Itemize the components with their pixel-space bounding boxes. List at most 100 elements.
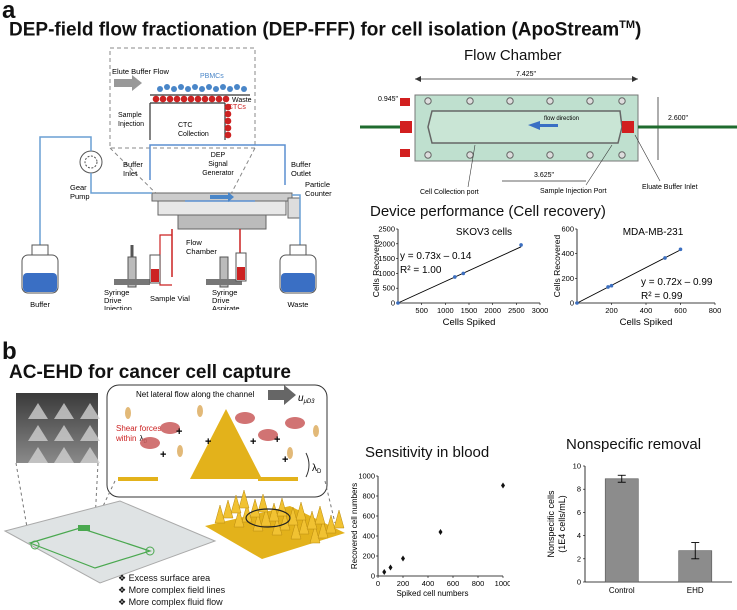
y-tick-label: 6	[577, 508, 581, 517]
fit-r2: R² = 0.99	[641, 291, 683, 302]
y-axis-label: Cells Recovered	[553, 235, 562, 298]
inset-box	[109, 47, 256, 149]
sample-vial-label: Sample Vial	[150, 294, 190, 303]
buffer-label: Buffer	[30, 300, 50, 309]
cancer-cell-icon	[235, 412, 255, 424]
bolt-icon	[618, 151, 626, 159]
cancer-cell-icon	[258, 429, 278, 441]
panel-a-letter: a	[2, 0, 16, 24]
bar	[604, 478, 639, 583]
left-connector	[400, 121, 412, 133]
y-tick-label: 600	[362, 512, 375, 521]
ctc-cell	[152, 95, 160, 103]
y-tick-label: 1500	[378, 254, 395, 263]
y-tick-label: 0	[577, 578, 581, 587]
fit-equation: y = 0.73x – 0.14	[400, 251, 472, 262]
chip-electrodes	[78, 525, 90, 531]
gold-pillar	[238, 489, 250, 509]
charge-symbol: +	[176, 426, 182, 438]
data-point	[609, 283, 614, 288]
elute-buffer-label: Elute Buffer Flow	[112, 67, 170, 76]
y-tick-label: 2	[577, 554, 581, 563]
y-tick-label: 800	[362, 492, 375, 501]
bolt-icon	[424, 97, 432, 105]
trademark: TM	[619, 19, 636, 31]
blood-cell-icon	[287, 447, 293, 459]
pbmc-cell	[185, 86, 191, 92]
pbmc-cell	[157, 86, 163, 92]
sem-pyramid	[54, 403, 74, 419]
y-tick-label: 10	[573, 462, 581, 471]
bullet-field-lines: ❖ More complex field lines	[118, 585, 226, 595]
fit-line	[576, 249, 681, 304]
sensitivity-title: Sensitivity in blood	[365, 444, 490, 461]
ctc-cell	[173, 95, 181, 103]
waste-label: Waste	[288, 300, 309, 309]
panel-a-title-end: )	[635, 19, 642, 41]
dim-mid-label: 3.625"	[534, 172, 555, 179]
pbmc-cell	[241, 86, 247, 92]
bullet-fluid-flow: ❖ More complex fluid flow	[118, 597, 223, 607]
gold-pillar	[249, 498, 261, 518]
x-tick-label: 600	[447, 579, 460, 588]
ctc-cell	[201, 95, 209, 103]
sem-pyramid	[80, 403, 100, 419]
particle-counter-icon	[287, 197, 301, 219]
data-point	[519, 243, 523, 247]
gold-pillar	[314, 505, 326, 525]
data-point	[606, 285, 610, 289]
cancer-cell-icon	[160, 422, 180, 434]
y-tick-label: 0	[570, 299, 574, 308]
chamber-base	[177, 214, 267, 230]
performance-title: Device performance (Cell recovery)	[370, 203, 606, 220]
y-tick-label: 600	[561, 225, 574, 234]
x-tick-label: 1000	[437, 306, 454, 315]
chart-title: MDA-MB-231	[623, 227, 684, 238]
inset-leader-right	[219, 147, 256, 216]
feature-bullets: ❖ Excess surface area ❖ More complex fie…	[118, 572, 225, 608]
pbmc-cell	[213, 86, 219, 92]
y-tick-label: 1000	[378, 269, 395, 278]
x-tick-label: 800	[709, 306, 722, 315]
highlight-ring	[245, 508, 291, 528]
nonspecific-title: Nonspecific removal	[566, 436, 702, 453]
ac-ehd-schematic: Net lateral flow along the channel uμD3 …	[3, 384, 345, 584]
data-point	[461, 271, 466, 276]
gold-pillar	[325, 514, 337, 534]
blood-cell-icon	[177, 445, 183, 457]
category-label: EHD	[687, 586, 704, 595]
gold-pillar	[309, 524, 321, 544]
inset-waste-label: Waste	[232, 97, 252, 104]
bolt-icon	[506, 151, 514, 159]
elute-arrow-icon	[114, 75, 142, 91]
pbmc-cell	[171, 86, 177, 92]
cancer-cell-icon	[140, 437, 160, 449]
y-tick-label: 500	[382, 284, 395, 293]
cell-collection-port-label: Cell Collection port	[420, 189, 479, 196]
pbmc-cell	[164, 84, 170, 90]
buffer-tubing	[39, 136, 152, 253]
lambda-d-label: λD	[312, 463, 322, 475]
x-tick-label: 400	[422, 579, 435, 588]
ctc-cell	[187, 95, 195, 103]
gold-pillar	[333, 509, 345, 529]
y-tick-label: 8	[577, 485, 581, 494]
blood-cell-icon	[125, 407, 131, 419]
y-tick-label: 200	[362, 552, 375, 561]
y-tick-label: 400	[362, 532, 375, 541]
gold-pillar	[233, 508, 245, 528]
charge-symbol: +	[205, 436, 211, 448]
inset-channel	[149, 94, 250, 140]
gold-pillar	[295, 501, 307, 521]
x-axis-label: Cells Spiked	[620, 317, 673, 328]
sem-pyramid	[80, 425, 100, 441]
y-tick-label: 200	[561, 274, 574, 283]
syringe-aspirate	[206, 252, 247, 288]
right-connector	[622, 121, 634, 133]
gold-pillar	[268, 502, 280, 522]
